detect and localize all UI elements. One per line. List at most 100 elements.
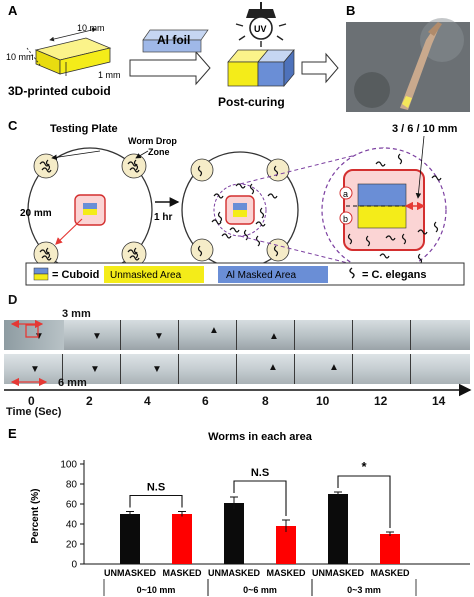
- panel-a: A 10 mm 10 mm 1 mm 3D-printed cuboid Al …: [6, 2, 339, 109]
- legend-c: = Cuboid Unmasked Area Al Masked Area = …: [25, 262, 465, 286]
- y-tick-label: 40: [66, 520, 78, 531]
- panel-a-letter: A: [8, 3, 18, 18]
- dim-top-line: [49, 27, 97, 42]
- group-label: 0~6 mm: [243, 585, 277, 595]
- panel-d: D ▼ ▼ ▼ ▲ ▲ ▼ ▼ ▼ ▲ ▲ 3 mm 6 mm 0: [0, 292, 474, 420]
- y-tick-label: 0: [71, 560, 77, 571]
- tick-label: 2: [86, 394, 93, 408]
- tick-label: 14: [432, 394, 446, 408]
- testing-plate-left: [27, 147, 153, 273]
- foil-label: Al foil: [157, 33, 190, 47]
- bar-unmasked: [120, 514, 140, 564]
- y-tick-label: 100: [60, 460, 77, 471]
- x-tick-label: UNMASKED: [208, 568, 261, 578]
- process-arrow-2: [301, 52, 339, 84]
- plate-title: Testing Plate: [50, 123, 118, 135]
- panel-d-overlay: [4, 319, 472, 397]
- panel-b: B: [346, 3, 470, 112]
- bar-unmasked: [224, 503, 244, 564]
- tick-label: 6: [202, 394, 209, 408]
- bar-unmasked: [328, 494, 348, 564]
- legend-unmasked: Unmasked Area: [110, 270, 182, 281]
- time-axis-label: Time (Sec): [6, 406, 62, 418]
- region-a-label: a: [343, 189, 348, 199]
- significance-bracket: [233, 480, 287, 516]
- panel-c: C Testing Plate Worm Drop Zone 20 mm 1 h…: [8, 118, 465, 286]
- zoom-distance-pointer: [415, 135, 425, 199]
- marker-triangle: ▼: [90, 364, 100, 375]
- y-tick-label: 80: [66, 480, 78, 491]
- x-tick-label: MASKED: [266, 568, 306, 578]
- bar-masked: [276, 526, 296, 564]
- time-label: 1 hr: [154, 212, 172, 223]
- significance-bracket: [129, 494, 183, 508]
- panel-d-letter: D: [8, 292, 18, 307]
- uv-label: UV: [254, 24, 267, 34]
- marker-triangle: ▲: [329, 362, 339, 373]
- cuboid-photo: [346, 18, 470, 112]
- label-6mm: 6 mm: [58, 377, 87, 389]
- chart-title: Worms in each area: [208, 431, 313, 443]
- panel-e-letter: E: [8, 426, 17, 441]
- drop-zone-label-1: Worm Drop: [128, 136, 177, 146]
- cuboid-caption: 3D-printed cuboid: [8, 84, 111, 98]
- marker-triangle: ▼: [154, 331, 164, 342]
- zoom-distance-label: 3 / 6 / 10 mm: [392, 123, 458, 135]
- zoom-line-top: [239, 147, 385, 185]
- legend-worm: = C. elegans: [362, 269, 427, 281]
- marker-triangle: ▼: [92, 331, 102, 342]
- legend-masked: Al Masked Area: [226, 270, 296, 281]
- significance-label: *: [361, 459, 367, 474]
- tick-label: 0: [28, 394, 35, 408]
- tick-label: 4: [144, 394, 151, 408]
- bar-masked: [172, 514, 192, 564]
- video-strip-6mm: ▼ ▼ ▼ ▲ ▲: [4, 354, 470, 384]
- y-tick-label: 20: [66, 540, 78, 551]
- dim-height-label: 1 mm: [98, 70, 121, 80]
- label-3mm: 3 mm: [62, 308, 91, 320]
- y-tick-label: 60: [66, 500, 78, 511]
- tick-label: 8: [262, 394, 269, 408]
- process-arrow-1: [129, 50, 211, 86]
- postcure-caption: Post-curing: [218, 95, 285, 109]
- zoom-view: [321, 147, 447, 273]
- x-tick-label: MASKED: [370, 568, 410, 578]
- panel-c-letter: C: [8, 118, 18, 133]
- drop-zone-label-2: Zone: [148, 147, 170, 157]
- dim-left-label: 10 mm: [6, 52, 34, 62]
- marker-triangle: ▼: [152, 364, 162, 375]
- x-tick-label: UNMASKED: [312, 568, 365, 578]
- distance-label: 20 mm: [20, 208, 52, 219]
- marker-triangle: ▲: [269, 331, 279, 342]
- group-label: 0~3 mm: [347, 585, 381, 595]
- video-strip-3mm: ▼ ▼ ▼ ▲ ▲: [4, 320, 470, 350]
- region-b-label: b: [343, 214, 348, 224]
- post-curing-cuboid: [227, 49, 295, 87]
- al-foil: Al foil: [142, 29, 209, 53]
- legend-cuboid: = Cuboid: [52, 269, 99, 281]
- panel-e-chart: E Worms in each area Percent (%) 0 20 40 60…: [8, 426, 470, 596]
- x-tick-label: UNMASKED: [104, 568, 157, 578]
- significance-label: N.S: [147, 482, 165, 494]
- bar-masked: [380, 534, 400, 564]
- marker-triangle: ▲: [268, 362, 278, 373]
- tick-label: 12: [374, 394, 388, 408]
- significance-label: N.S: [251, 467, 269, 479]
- y-axis-label: Percent (%): [30, 488, 41, 543]
- uv-lamp-icon: UV: [235, 2, 287, 47]
- group-label: 0~10 mm: [137, 585, 176, 595]
- tick-label: 10: [316, 394, 330, 408]
- marker-triangle: ▼: [30, 364, 40, 375]
- highlight-box: [25, 324, 39, 338]
- significance-bracket: [337, 475, 391, 528]
- testing-plate-after: [181, 151, 299, 269]
- zoom-line-bottom: [239, 235, 385, 273]
- legend-worm-icon: [349, 267, 355, 279]
- panel-b-letter: B: [346, 3, 355, 18]
- x-tick-label: MASKED: [162, 568, 202, 578]
- dim-top-label: 10 mm: [77, 23, 105, 33]
- marker-triangle: ▼: [34, 331, 44, 342]
- marker-triangle: ▲: [209, 325, 219, 336]
- cuboid-3d: [34, 37, 112, 75]
- dim-left-line: [26, 47, 41, 66]
